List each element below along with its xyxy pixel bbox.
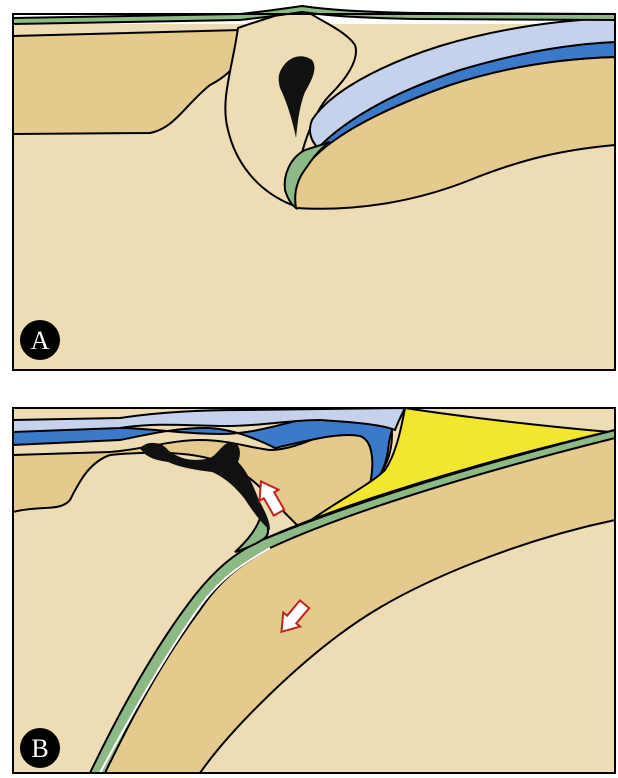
panel-a: A bbox=[0, 0, 618, 380]
panel-a-diagram: A bbox=[0, 0, 618, 380]
panel-label-a: A bbox=[31, 326, 50, 355]
panel-label-b: B bbox=[31, 734, 48, 763]
panel-b: B bbox=[0, 400, 618, 778]
panel-b-diagram: B bbox=[0, 400, 618, 778]
